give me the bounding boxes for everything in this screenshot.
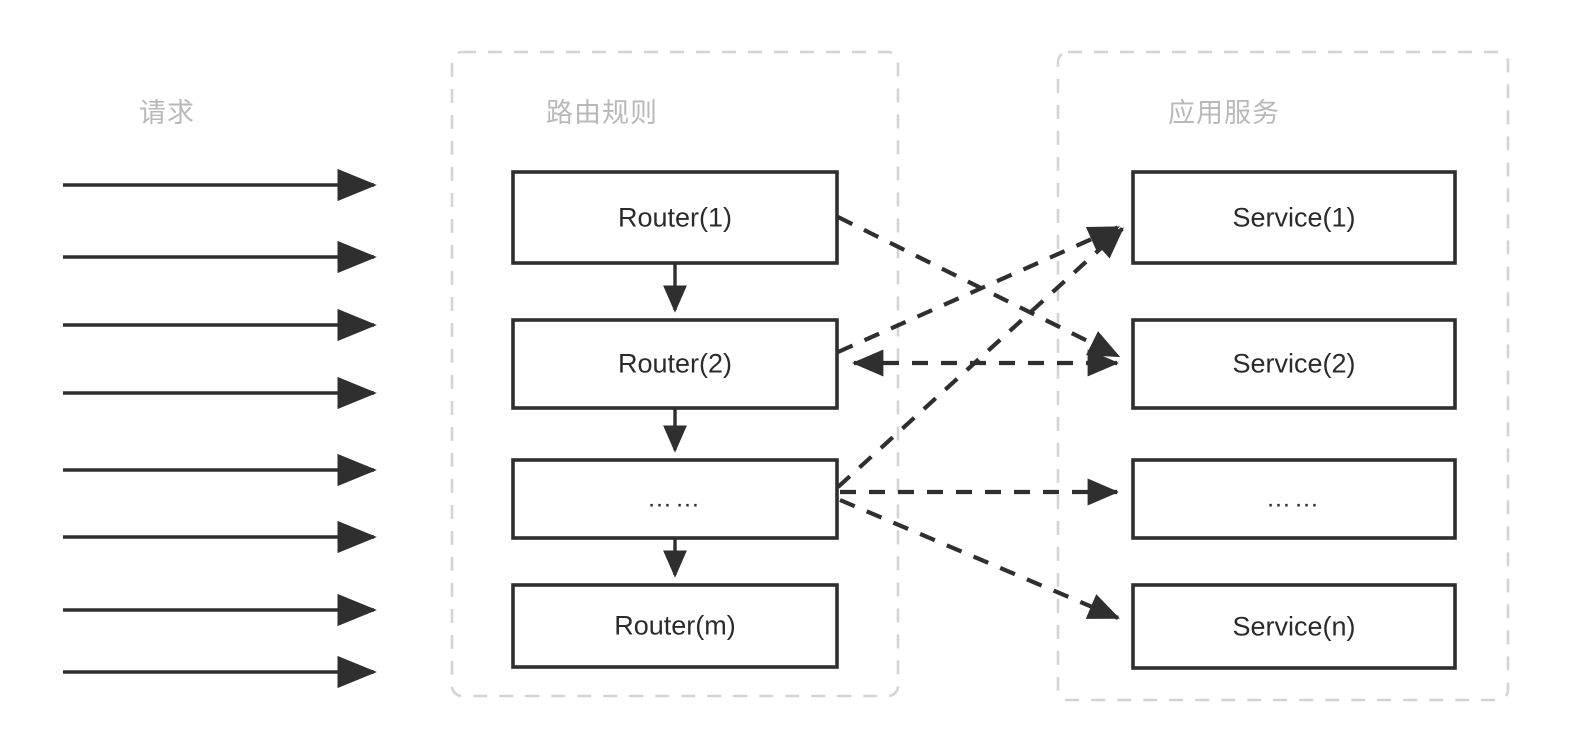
router-m-label: Router(m): [614, 610, 736, 641]
dashed-link-router-ellipsis-to-service-1: [836, 227, 1124, 489]
dashed-link-router-1-to-service-2: [837, 215, 1121, 359]
router-1-label: Router(1): [617, 202, 733, 232]
router-2-label: Router(2): [617, 348, 733, 379]
service-group-label: 应用服务: [1168, 98, 1280, 128]
service-1-box[interactable]: [1131, 170, 1457, 265]
service-1-label: Service(1): [1232, 202, 1356, 232]
service-n-label: Service(n): [1232, 611, 1356, 641]
router-ellipsis-box[interactable]: [511, 458, 839, 540]
router-group-label: 路由规则: [546, 98, 658, 128]
request-section-label: 请求: [139, 98, 195, 128]
service-ellipsis-label: ……: [1266, 484, 1322, 513]
router-ellipsis-label: ……: [647, 484, 703, 513]
service-n-box[interactable]: [1131, 583, 1457, 670]
service-2-label: Service(2): [1232, 348, 1356, 379]
dashed-link-router-2-to-service-1: [837, 225, 1121, 354]
service-ellipsis-box[interactable]: [1131, 458, 1457, 540]
dashed-link-router-ellipsis-to-service-n: [839, 498, 1120, 620]
router-group-boundary: [450, 50, 900, 698]
router-m-box[interactable]: [511, 583, 839, 669]
service-2-box[interactable]: [1131, 318, 1457, 410]
